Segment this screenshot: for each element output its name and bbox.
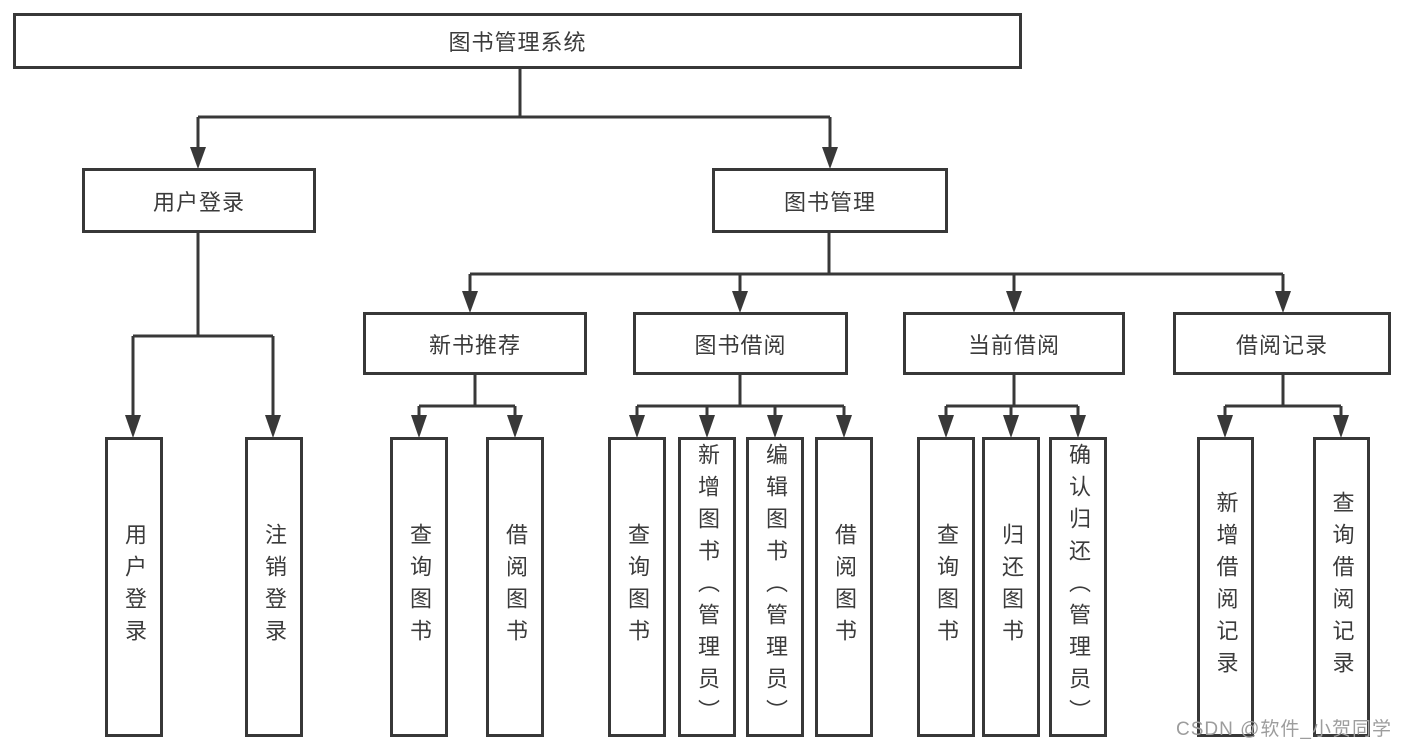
leaf-label: 查询借阅记录 [1329, 491, 1355, 683]
node-label: 当前借阅 [967, 332, 1060, 358]
node-label: 图书管理系统 [448, 30, 587, 55]
node-label: 图书借阅 [694, 332, 787, 358]
node-label: 新书推荐 [428, 332, 521, 358]
leaf-logout: 注销登录 [245, 437, 303, 737]
leaf-label: 新增图书（管理员） [695, 443, 720, 731]
leaf-user-login: 用户登录 [105, 437, 163, 737]
node-book-management: 图书管理 [712, 168, 948, 233]
leaf-label: 新增借阅记录 [1213, 491, 1239, 683]
leaf-edit-books-admin: 编辑图书（管理员） [746, 437, 804, 737]
leaf-label: 借阅图书 [832, 523, 857, 651]
leaf-return-books: 归还图书 [982, 437, 1040, 737]
node-label: 图书管理 [783, 189, 876, 215]
leaf-borrow-books-recommend: 借阅图书 [486, 437, 544, 737]
leaf-label: 归还图书 [999, 523, 1024, 651]
leaf-query-books-current: 查询图书 [917, 437, 975, 737]
node-borrowing-records: 借阅记录 [1173, 312, 1391, 375]
node-system-root: 图书管理系统 [13, 13, 1022, 69]
leaf-add-borrow-record: 新增借阅记录 [1197, 437, 1254, 737]
leaf-label: 注销登录 [262, 523, 287, 651]
leaf-label: 查询图书 [934, 523, 959, 651]
leaf-label: 借阅图书 [503, 523, 528, 651]
leaf-label: 编辑图书（管理员） [763, 443, 788, 731]
leaf-label: 确认归还（管理员） [1066, 443, 1091, 731]
leaf-add-books-admin: 新增图书（管理员） [678, 437, 736, 737]
leaf-borrow-books: 借阅图书 [815, 437, 873, 737]
leaf-label: 查询图书 [625, 523, 650, 651]
leaf-query-books-borrowing: 查询图书 [608, 437, 666, 737]
node-new-book-recommendation: 新书推荐 [363, 312, 587, 375]
leaf-query-books-recommend: 查询图书 [390, 437, 448, 737]
node-label: 借阅记录 [1235, 332, 1328, 358]
node-user-login-group: 用户登录 [82, 168, 316, 233]
leaf-query-borrow-record: 查询借阅记录 [1313, 437, 1370, 737]
leaf-label: 用户登录 [122, 523, 147, 651]
node-book-borrowing: 图书借阅 [633, 312, 848, 375]
node-label: 用户登录 [152, 189, 245, 215]
leaf-label: 查询图书 [407, 523, 432, 651]
csdn-watermark: CSDN @软件_小贺同学 [1176, 719, 1392, 740]
node-current-borrowing: 当前借阅 [903, 312, 1125, 375]
leaf-confirm-return-admin: 确认归还（管理员） [1049, 437, 1107, 737]
